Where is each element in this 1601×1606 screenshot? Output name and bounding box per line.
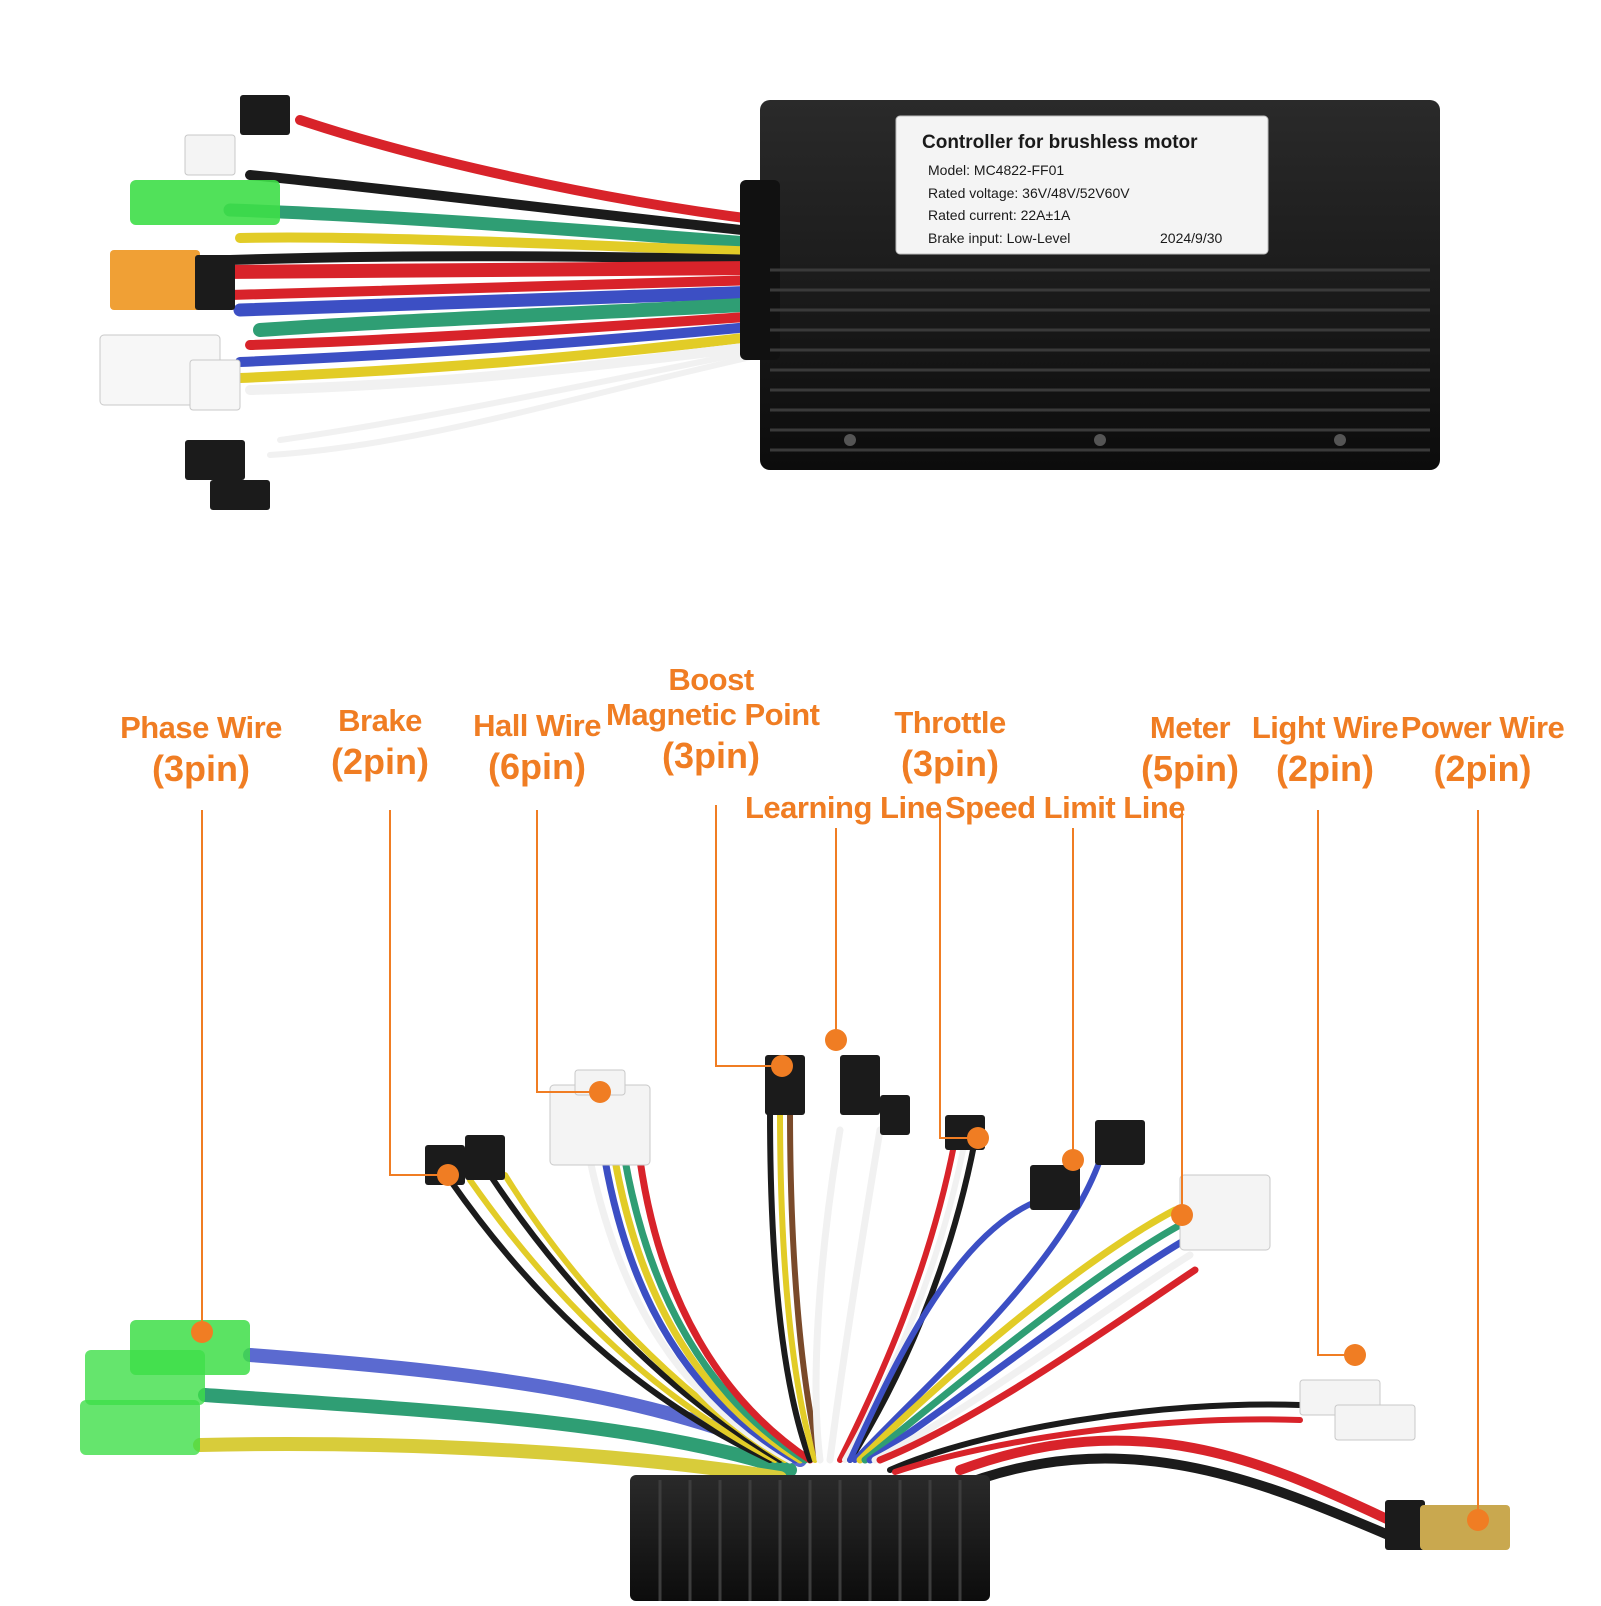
callout-brake: Brake (2pin) [315, 705, 445, 780]
callout-boost: Boost Magnetic Point (3pin) [606, 662, 820, 776]
callout-power-wire-title: Power Wire [1400, 710, 1565, 745]
product-spec-label: Controller for brushless motor Model: MC… [895, 115, 1269, 255]
callout-hall-wire-title: Hall Wire [473, 708, 601, 743]
leader-lines [201, 805, 1479, 1520]
callout-boost-pins: (3pin) [662, 735, 760, 776]
callout-phase-wire: Phase Wire (3pin) [111, 712, 291, 787]
label-current: Rated current: 22A±1A [928, 207, 1071, 223]
bottom-wire-bundle [193, 1107, 1405, 1545]
top-wire-bundle [213, 115, 767, 458]
top-connectors [99, 95, 290, 510]
label-title: Controller for brushless motor [922, 132, 1198, 153]
callout-throttle-pins: (3pin) [901, 743, 999, 784]
callout-meter: Meter (5pin) [1125, 712, 1255, 787]
callout-light-wire-pins: (2pin) [1276, 748, 1374, 789]
label-brake: Brake input: Low-Level [928, 230, 1070, 246]
callout-hall-wire: Hall Wire (6pin) [462, 710, 612, 785]
callout-brake-title: Brake [338, 703, 422, 738]
label-model: Model: MC4822-FF01 [928, 162, 1064, 178]
callout-meter-title: Meter [1149, 710, 1231, 745]
callout-boost-title2: Magnetic Point [606, 697, 820, 732]
callout-light-wire: Light Wire (2pin) [1250, 712, 1400, 787]
callout-speed-limit-line-title: Speed Limit Line [945, 790, 1186, 825]
callout-throttle-title: Throttle [894, 705, 1006, 740]
marker-dots [191, 1029, 1489, 1531]
callout-light-wire-title: Light Wire [1251, 710, 1399, 745]
callout-phase-wire-title: Phase Wire [120, 710, 282, 745]
callout-learning-line-title: Learning Line [745, 790, 942, 825]
bottom-connectors [80, 1055, 1510, 1550]
callout-learning-line: Learning Line [745, 790, 942, 825]
label-voltage: Rated voltage: 36V/48V/52V60V [928, 185, 1130, 201]
callout-meter-pins: (5pin) [1141, 748, 1239, 789]
bottom-controller-housing [630, 1475, 990, 1601]
callout-power-wire: Power Wire (2pin) [1400, 712, 1565, 787]
label-date: 2024/9/30 [1160, 230, 1222, 246]
callout-boost-title1: Boost [668, 662, 754, 697]
callout-brake-pins: (2pin) [331, 741, 429, 782]
callout-phase-wire-pins: (3pin) [152, 748, 250, 789]
callout-throttle: Throttle (3pin) [880, 707, 1020, 782]
callout-power-wire-pins: (2pin) [1433, 748, 1532, 789]
callout-speed-limit-line: Speed Limit Line [945, 790, 1186, 825]
callout-hall-wire-pins: (6pin) [488, 746, 586, 787]
